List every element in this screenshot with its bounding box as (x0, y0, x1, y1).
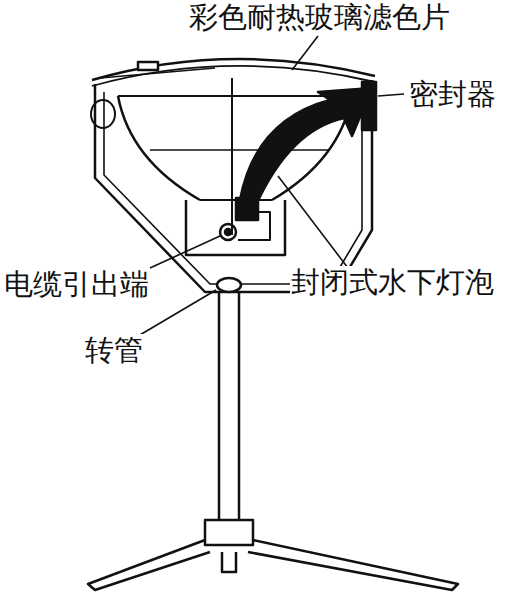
part-label: 彩色耐热玻璃滤色片 (188, 1, 451, 33)
part-label: 封闭式水下灯泡 (290, 266, 495, 298)
part-label: 转管 (84, 334, 144, 366)
part-label: 电缆引出端 (3, 268, 150, 300)
part-label: 密封器 (408, 78, 497, 110)
